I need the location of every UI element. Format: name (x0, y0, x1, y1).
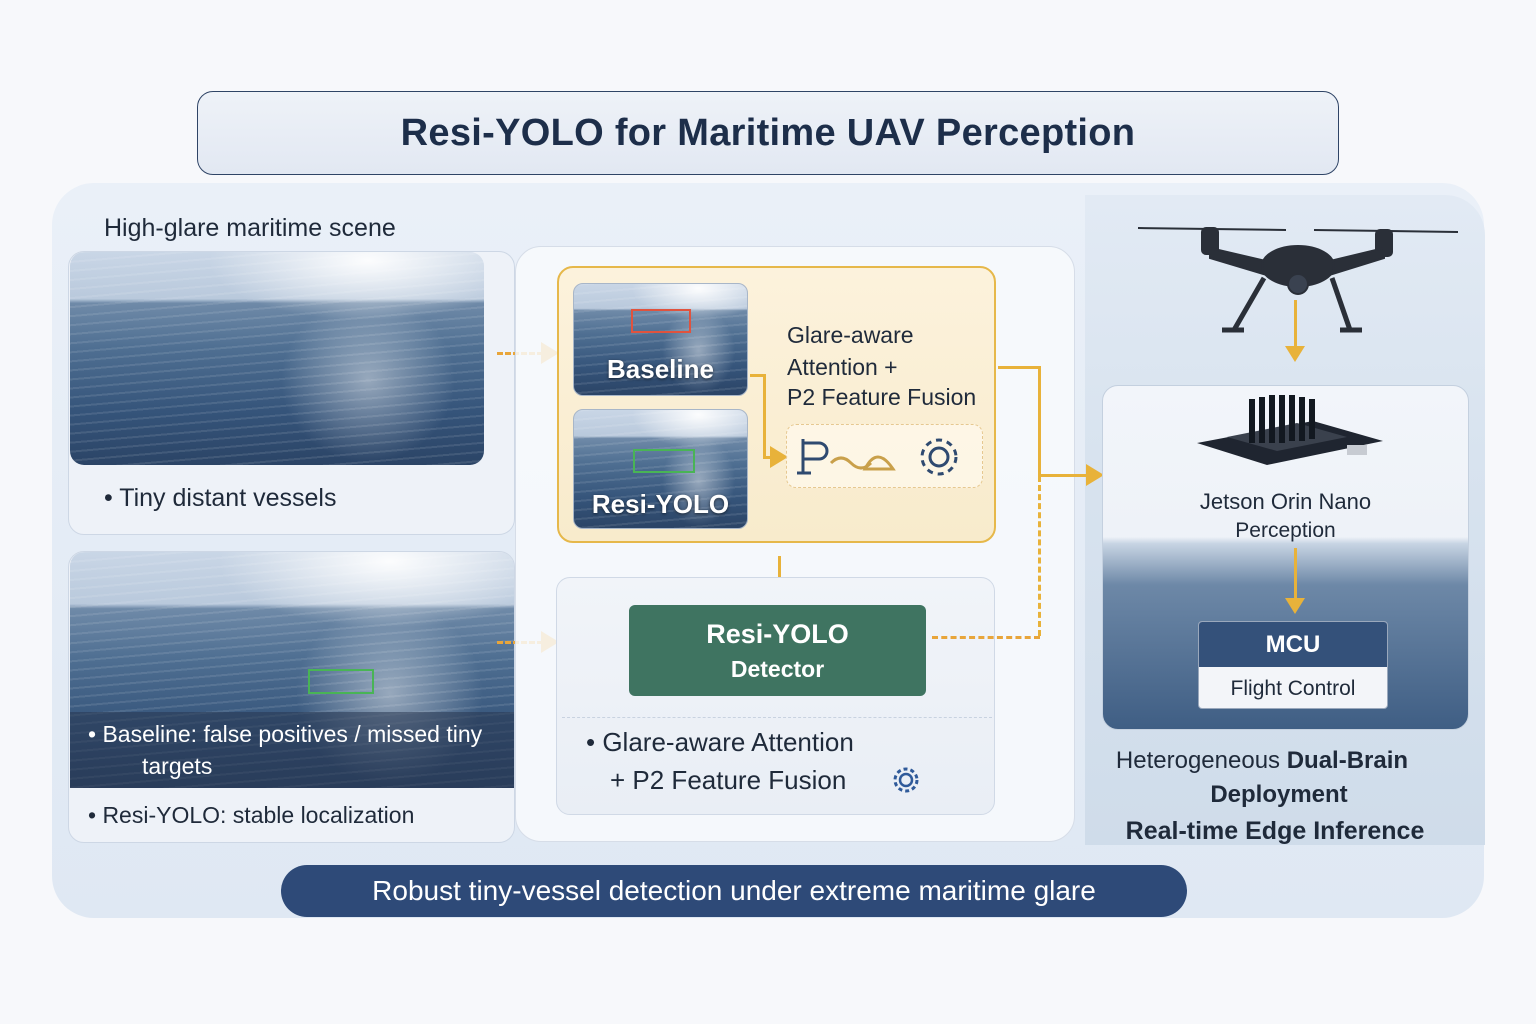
right-connector-v2 (1038, 476, 1041, 636)
resi-thumbnail (573, 409, 748, 529)
caption-overlay (70, 712, 514, 788)
jetson-arrow-head (1285, 598, 1305, 614)
dual-brain-bold: Dual-Brain (1286, 747, 1409, 774)
connector-v1 (763, 374, 766, 458)
detector-subtitle: Detector (730, 655, 825, 682)
chip-icon (1197, 395, 1383, 465)
scene-label: High-glare maritime scene (104, 214, 396, 242)
baseline-detection-box (631, 309, 691, 333)
detector-block: Resi-YOLO Detector (629, 605, 926, 696)
detector-bullet-2: + P2 Feature Fusion (610, 765, 847, 795)
connector-arrowhead (770, 446, 788, 468)
jetson-label-1: Jetson Orin Nano (1199, 489, 1372, 514)
baseline-label: Baseline (607, 354, 714, 384)
dual-brain-prefix: Heterogeneous (1115, 747, 1287, 774)
page-title: Resi-YOLO for Maritime UAV Perception (400, 111, 1136, 154)
realtime-label: Real-time Edge Inference (1125, 817, 1425, 845)
bullet-tiny-vessels: • Tiny distant vessels (104, 484, 337, 512)
bullet-resi-stable: • Resi-YOLO: stable localization (88, 802, 415, 828)
bullet-baseline-1: • Baseline: false positives / missed tin… (88, 721, 483, 747)
dual-brain-line: Heterogeneous Dual-Brain (1100, 747, 1424, 775)
mcu-title: MCU (1199, 622, 1387, 667)
gear-icon (920, 438, 958, 476)
jetson-arrow-line (1294, 548, 1297, 600)
bottom-banner-text: Robust tiny-vessel detection under extre… (372, 875, 1096, 906)
detector-title: Resi-YOLO (706, 618, 849, 649)
attention-line-1: Glare-aware (787, 322, 914, 348)
detector-to-right-dash (932, 636, 1040, 639)
right-connector-h1 (998, 366, 1040, 369)
mcu-subtitle: Flight Control (1230, 676, 1356, 700)
jetson-label-2: Perception (1235, 519, 1336, 542)
down-arrow-line (778, 556, 781, 586)
resi-label: Resi-YOLO (591, 489, 730, 519)
resi-thumb-detection-box (633, 449, 695, 473)
drone-arrow-line (1294, 300, 1297, 348)
drone-arrow-head (1285, 346, 1305, 362)
detector-divider (562, 717, 992, 718)
bottom-banner: Robust tiny-vessel detection under extre… (281, 865, 1187, 917)
fusion-icon (797, 438, 958, 476)
drone-icon (1137, 227, 1459, 333)
right-connector-v1 (1038, 366, 1041, 476)
bullet-baseline-2: targets (142, 753, 213, 779)
title-banner: Resi-YOLO for Maritime UAV Perception (197, 91, 1339, 175)
right-connector-arrowhead (1086, 464, 1104, 486)
detector-bullet-1: • Glare-aware Attention (586, 727, 854, 757)
attention-line-2: Attention + (787, 354, 898, 380)
resi-detection-box (308, 669, 374, 694)
deployment-label: Deployment (1210, 781, 1348, 808)
right-connector-h2 (1038, 474, 1088, 477)
attention-line-3: P2 Feature Fusion (787, 384, 977, 410)
fusion-icon-box (786, 424, 983, 488)
baseline-thumbnail (573, 283, 748, 396)
connector-h1 (750, 374, 764, 377)
small-gear-icon (893, 767, 919, 793)
glare-scene-image (70, 252, 484, 465)
mcu-box: MCU Flight Control (1198, 621, 1388, 709)
